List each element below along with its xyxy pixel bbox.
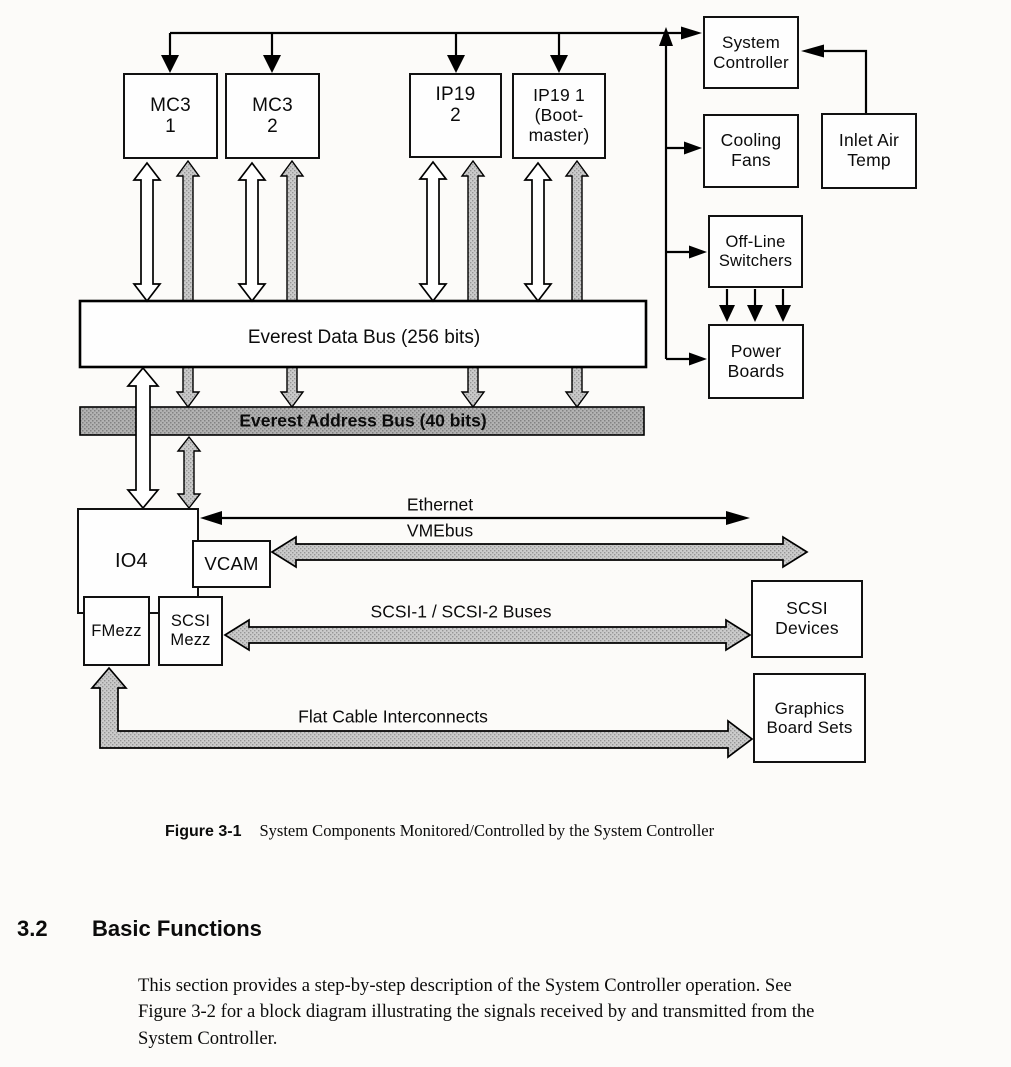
figure-caption-text: System Components Monitored/Controlled b… — [259, 821, 715, 840]
box-scsi-mezz: SCSI Mezz — [158, 596, 223, 666]
controller-branch-lines — [659, 27, 707, 366]
box-graphics-board-sets: Graphics Board Sets — [753, 673, 866, 763]
section-number: 3.2 — [17, 916, 48, 941]
everest-address-bus — [79, 406, 645, 436]
box-fmezz-label: FMezz — [91, 621, 142, 640]
body-line: Figure 3-2 for a block diagram illustrat… — [138, 1001, 815, 1023]
block-diagram-connectors — [78, 26, 868, 759]
box-scsi-devices-label: SCSI Devices — [775, 598, 839, 638]
data-bus-label: Everest Data Bus (256 bits) — [247, 327, 481, 348]
box-power-boards: Power Boards — [708, 324, 804, 399]
everest-data-bus — [78, 299, 648, 369]
power-distribution-arrows — [719, 289, 791, 322]
box-system-controller: System Controller — [703, 16, 799, 89]
section-title: Basic Functions — [92, 916, 262, 941]
vmebus-label: VMEbus — [406, 520, 474, 541]
box-mc3-1-label: MC3 1 — [150, 94, 191, 137]
box-ip19-1-label: IP19 1 (Boot- master) — [528, 85, 590, 145]
body-line: This section provides a step-by-step des… — [138, 975, 792, 996]
box-fmezz: FMezz — [83, 596, 150, 666]
body-line: System Controller. — [138, 1027, 278, 1049]
box-scsi-mezz-label: SCSI Mezz — [170, 612, 211, 649]
vmebus-arrow — [270, 535, 809, 569]
box-io4-label: IO4 — [115, 549, 148, 572]
box-mc3-1: MC3 1 — [123, 73, 218, 159]
box-cooling-fans-label: Cooling Fans — [720, 130, 782, 170]
box-mc3-2-label: MC3 2 — [252, 94, 293, 137]
ethernet-label: Ethernet — [406, 494, 474, 515]
flat-cable-arrow — [90, 666, 754, 759]
gray-io4-address-arrow — [176, 435, 202, 510]
box-ip19-2-label: IP19 2 — [435, 84, 476, 127]
top-control-line — [161, 26, 702, 73]
ethernet-arrow — [200, 511, 750, 525]
address-bus-label: Everest Address Bus (40 bits) — [239, 410, 487, 431]
scsi-bus-arrow — [223, 618, 752, 652]
figure-caption: Figure 3-1 System Components Monitored/C… — [165, 821, 714, 841]
box-inlet-air-temp: Inlet Air Temp — [821, 113, 917, 189]
box-cooling-fans: Cooling Fans — [703, 114, 799, 188]
body-paragraph: This section provides a step-by-step des… — [138, 973, 814, 1052]
box-power-boards-label: Power Boards — [727, 340, 785, 381]
box-ip19-1: IP19 1 (Boot- master) — [512, 73, 606, 159]
box-scsi-devices: SCSI Devices — [751, 580, 863, 658]
box-ip19-2: IP19 2 — [409, 73, 502, 158]
box-mc3-2: MC3 2 — [225, 73, 320, 159]
figure-caption-number: Figure 3-1 — [165, 823, 242, 840]
box-vcam: VCAM — [192, 540, 271, 588]
box-offline-switchers-label: Off-Line Switchers — [718, 232, 793, 270]
box-inlet-air-temp-label: Inlet Air Temp — [838, 130, 900, 170]
flat-cable-label: Flat Cable Interconnects — [298, 706, 488, 727]
scsi-buses-label: SCSI-1 / SCSI-2 Buses — [370, 601, 552, 622]
box-offline-switchers: Off-Line Switchers — [708, 215, 803, 288]
box-graphics-board-sets-label: Graphics Board Sets — [766, 698, 853, 737]
inlet-feedback-line — [801, 44, 868, 114]
box-system-controller-label: System Controller — [713, 33, 789, 72]
box-vcam-label: VCAM — [204, 552, 259, 574]
